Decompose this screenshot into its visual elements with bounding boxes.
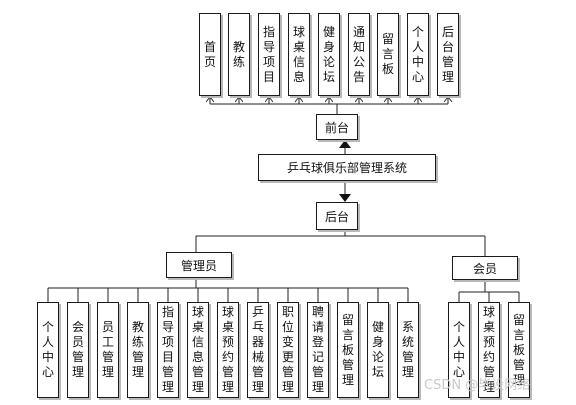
member-node: 会员: [452, 256, 518, 280]
admin-node: 管理员: [166, 252, 232, 278]
frontend-module-1-label: 首页: [203, 39, 216, 69]
frontend-module-4-label: 球桌信息: [292, 24, 305, 84]
admin-module-6-label: 球桌信息管理: [191, 305, 204, 394]
frontend-module-8-label: 个人中心: [411, 24, 424, 84]
member-node-label: 会员: [472, 261, 497, 276]
admin-module-11-label: 留言板管理: [341, 312, 354, 387]
admin-module-3: 员工管理: [97, 302, 119, 398]
admin-module-1: 个人中心: [37, 302, 59, 398]
member-module-1-label: 个人中心: [452, 320, 465, 379]
frontend-module-3-label: 指导项目: [262, 24, 275, 84]
frontend-module-4: 球桌信息: [288, 13, 310, 96]
backend-node: 后台: [316, 202, 358, 230]
system-node-label: 乒乓球俱乐部管理系统: [286, 161, 407, 175]
admin-node-label: 管理员: [180, 258, 217, 273]
admin-module-4-label: 教练管理: [131, 320, 144, 379]
admin-module-3-label: 员工管理: [101, 320, 114, 379]
admin-module-8-label: 乒乓器械管理: [251, 305, 264, 394]
member-module-2-label: 球桌预约管理: [482, 305, 495, 394]
frontend-module-5-label: 健身论坛: [322, 24, 335, 84]
member-module-3: 留言板管理: [508, 302, 530, 398]
admin-module-10-label: 聘请登记管理: [311, 305, 324, 394]
admin-module-1-label: 个人中心: [41, 320, 54, 379]
admin-module-8: 乒乓器械管理: [247, 302, 269, 398]
admin-module-2: 会员管理: [67, 302, 89, 398]
frontend-module-3: 指导项目: [258, 13, 280, 96]
admin-module-9-label: 职位变更管理: [281, 305, 294, 394]
frontend-module-8: 个人中心: [407, 13, 429, 96]
member-module-3-label: 留言板管理: [512, 312, 525, 387]
admin-module-2-label: 会员管理: [71, 320, 84, 379]
frontend-module-2-label: 教练: [232, 39, 245, 69]
frontend-module-6: 通知公告: [348, 13, 370, 96]
frontend-module-6-label: 通知公告: [352, 24, 365, 84]
admin-module-7: 球桌预约管理: [217, 302, 239, 398]
frontend-module-9: 后台管理: [437, 13, 459, 96]
frontend-module-7-label: 留言板: [381, 32, 394, 76]
admin-module-6: 球桌信息管理: [187, 302, 209, 398]
frontend-module-1: 首页: [199, 13, 221, 96]
admin-module-9: 职位变更管理: [277, 302, 299, 398]
admin-module-12: 健身论坛: [367, 302, 389, 398]
admin-module-4: 教练管理: [127, 302, 149, 398]
member-module-2: 球桌预约管理: [478, 302, 500, 398]
frontend-module-2: 教练: [228, 13, 250, 96]
system-to-frontend-arrowhead: [339, 140, 351, 148]
admin-module-5: 指导项目管理: [157, 302, 179, 398]
frontend-node: 前台: [316, 114, 358, 140]
admin-module-13-label: 系统管理: [401, 320, 414, 379]
admin-module-10: 聘请登记管理: [307, 302, 329, 398]
system-to-backend-arrowhead: [339, 194, 351, 202]
system-node: 乒乓球俱乐部管理系统: [258, 154, 436, 181]
frontend-module-9-label: 后台管理: [441, 24, 454, 84]
frontend-module-5: 健身论坛: [318, 13, 340, 96]
admin-module-11: 留言板管理: [337, 302, 359, 398]
admin-module-7-label: 球桌预约管理: [221, 305, 234, 394]
admin-module-5-label: 指导项目管理: [161, 305, 174, 394]
admin-module-13: 系统管理: [397, 302, 419, 398]
frontend-node-label: 前台: [324, 120, 349, 135]
member-module-1: 个人中心: [448, 302, 470, 398]
admin-module-12-label: 健身论坛: [371, 320, 384, 379]
backend-node-label: 后台: [324, 209, 349, 224]
frontend-module-7: 留言板: [377, 13, 399, 96]
csdn-watermark: CSDN @毕设网络: [424, 378, 531, 393]
